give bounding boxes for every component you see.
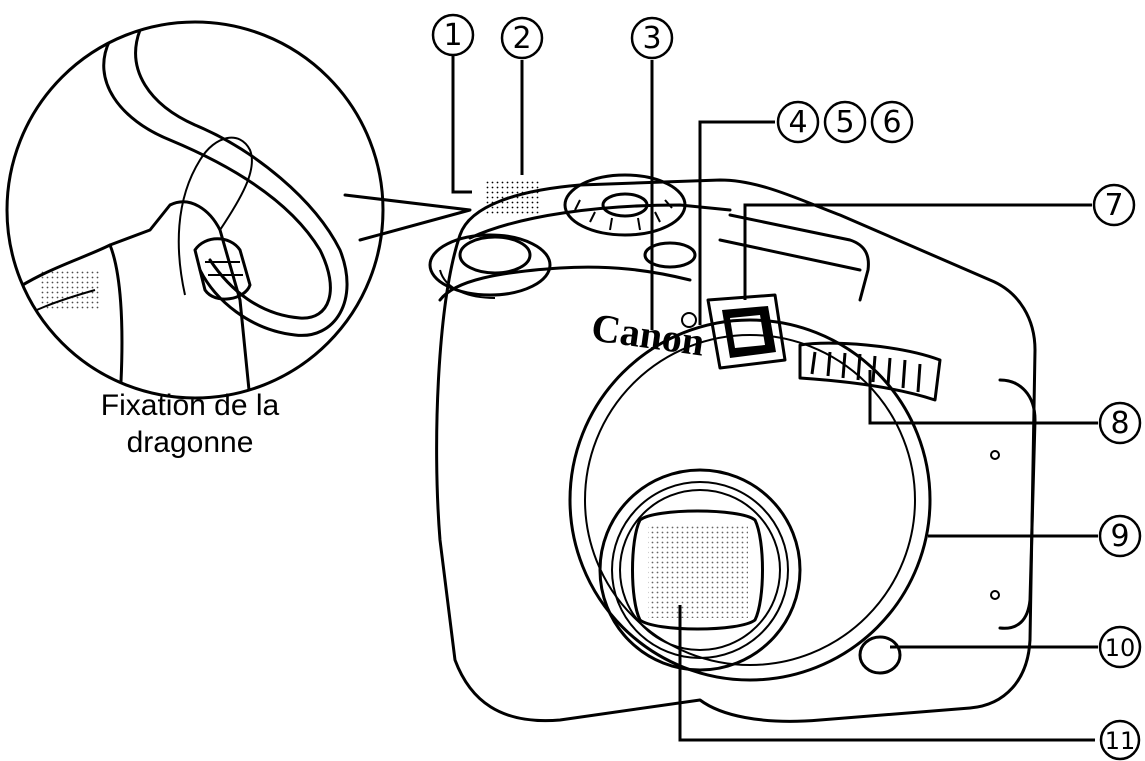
viewfinder-window (706, 293, 787, 370)
callout-2: 2 (500, 16, 544, 60)
lens-barrel (598, 468, 802, 672)
lens-ring (568, 318, 932, 682)
af-assist-lamp (681, 312, 697, 328)
callout-5: 5 (823, 100, 867, 144)
callout-4-label: 4 (788, 105, 807, 140)
callout-8-label: 8 (1110, 406, 1129, 441)
callout-10-label: 10 (1105, 634, 1136, 662)
mode-dial (563, 173, 687, 237)
power-button (643, 241, 697, 269)
microphone-grille (485, 180, 540, 215)
callout-7-label: 7 (1104, 188, 1123, 223)
callout-5-label: 5 (835, 105, 854, 140)
callout-11: 11 (1099, 719, 1141, 761)
callout-8: 8 (1098, 401, 1142, 445)
callout-7: 7 (1092, 183, 1136, 227)
callout-3: 3 (630, 16, 674, 60)
inset-caption-line-2: dragonne (127, 426, 254, 459)
leader-lines (451, 55, 1098, 742)
strap-attachment-inset: Fixation de la dragonne (5, 20, 472, 459)
callout-1-label: 1 (443, 18, 462, 53)
callout-4: 4 (776, 100, 820, 144)
callout-6-label: 6 (882, 105, 901, 140)
flash-housing (718, 213, 870, 302)
remote-sensor (858, 635, 902, 675)
lens (631, 509, 764, 631)
inset-caption-line-1: Fixation de la (101, 389, 280, 422)
callout-1: 1 (431, 13, 475, 57)
callout-2-label: 2 (512, 21, 531, 56)
callout-9: 9 (1098, 514, 1142, 558)
callout-11-label: 11 (1105, 727, 1136, 755)
callout-6: 6 (870, 100, 914, 144)
callout-9-label: 9 (1110, 519, 1129, 554)
shutter-button (428, 233, 552, 299)
callout-3-label: 3 (642, 21, 661, 56)
callout-10: 10 (1098, 625, 1142, 669)
camera-illustration: Canon (428, 173, 1037, 723)
